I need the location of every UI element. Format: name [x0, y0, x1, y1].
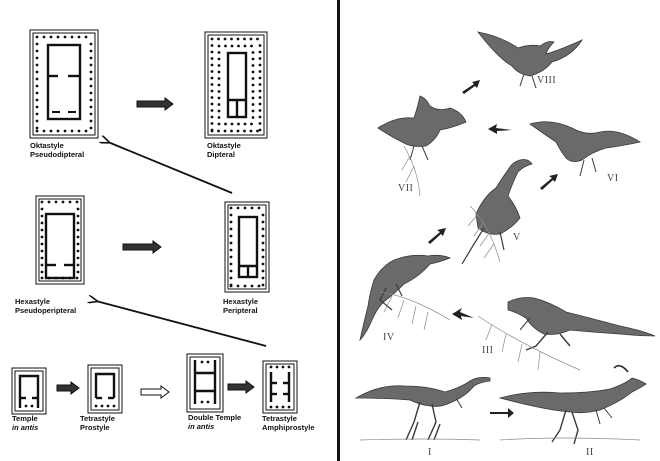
temple-evolution-diagram — [11, 29, 298, 415]
stage-iv-leaper — [359, 254, 452, 342]
stage-ii-theropod — [498, 377, 647, 445]
stage-vi-glider — [529, 121, 642, 177]
panel-divider — [337, 0, 340, 461]
stage-label-vii: VII — [398, 183, 414, 194]
arrow-peripteral-to-pseudodipteral — [108, 142, 233, 194]
evolution-arrows — [428, 80, 629, 418]
arrow-antis-to-prostyle — [56, 381, 80, 395]
stage-v-climber — [461, 159, 533, 265]
plan-hexastyle-pseudoperipteral — [35, 195, 85, 285]
arrow-pseudodipteral-to-dipteral — [136, 97, 174, 111]
plan-double-temple — [186, 353, 224, 413]
stage-label-iii: III — [482, 345, 494, 356]
arrow-vi-to-vii — [488, 124, 512, 134]
plan-oktastyle-pseudodipteral — [29, 29, 99, 139]
arrow-pseudoperipteral-to-peripteral — [122, 240, 162, 254]
stage-label-ii: II — [586, 447, 594, 458]
stage-label-v: V — [513, 232, 521, 243]
arrow-iii-to-iv — [452, 308, 474, 320]
stage-label-iv: IV — [383, 332, 395, 343]
stage-label-vi: VI — [607, 173, 619, 184]
arrow-double-to-amphiprostyle — [227, 380, 255, 394]
plan-hexastyle-peripteral — [224, 201, 270, 293]
arrow-i-to-ii — [490, 408, 514, 418]
bird-evolution-illustration — [354, 31, 656, 445]
stage-vii-flier — [377, 95, 467, 161]
plan-temple-in-antis — [11, 367, 47, 415]
plan-oktastyle-dipteral — [204, 31, 268, 139]
stage-label-viii: VIII — [537, 75, 557, 86]
arrow-ii-to-iii — [613, 364, 629, 373]
arrow-v-to-vi — [540, 174, 558, 190]
arrow-vii-to-viii — [462, 80, 480, 94]
arrow-prostyle-to-double — [140, 385, 170, 399]
arrow-amphiprostyle-to-pseudoperipteral — [96, 301, 267, 347]
plan-tetrastyle-amphiprostyle — [262, 360, 298, 414]
stage-viii-bird — [477, 31, 584, 89]
plan-tetrastyle-prostyle — [87, 364, 123, 414]
arrow-iv-to-v — [428, 228, 446, 244]
stage-label-i: I — [428, 447, 432, 458]
stage-iii-protofeathered — [507, 297, 656, 351]
stage-i-theropod — [354, 377, 491, 441]
foliage-sketches — [359, 145, 641, 441]
